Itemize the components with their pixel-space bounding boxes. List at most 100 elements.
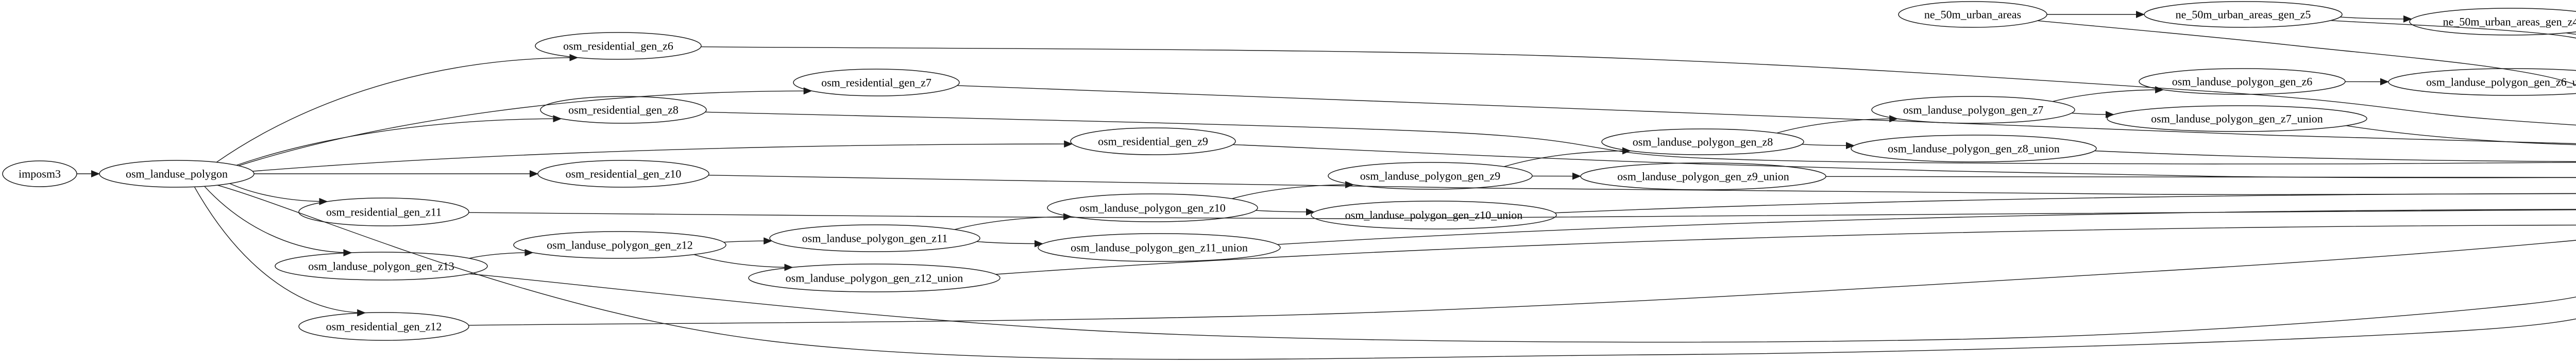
node-label: osm_residential_gen_z9 <box>1098 135 1208 148</box>
edge-osm_landuse_polygon_gen_z9-to-osm_landuse_polygon_gen_z8 <box>1504 147 1631 167</box>
edge-osm_landuse_polygon_gen_z7_union-to-layer_landuse-z7 <box>2345 125 2576 145</box>
edge-osm_landuse_polygon_gen_z10-to-osm_landuse_polygon_gen_z10_union <box>1256 208 1315 216</box>
edge-osm_landuse_polygon_gen_z12-to-osm_landuse_polygon_gen_z11 <box>723 237 773 245</box>
edge-ne_50m_urban_areas_gen_z5-to-ne_50m_urban_areas_gen_z4 <box>2340 15 2412 23</box>
node-ellipse <box>540 96 707 124</box>
node-osm_landuse_polygon_gen_z10_union: osm_landuse_polygon_gen_z10_union <box>1311 201 1557 229</box>
node-osm_landuse_polygon_gen_z7: osm_landuse_polygon_gen_z7 <box>1871 96 2075 124</box>
edge-osm_landuse_polygon_gen_z8-to-osm_landuse_polygon_gen_z7 <box>1776 115 1899 134</box>
node-label: osm_landuse_polygon_gen_z11 <box>802 232 948 245</box>
node-ellipse <box>2139 68 2346 95</box>
node-label: ne_50m_urban_areas_gen_z4 <box>2443 15 2576 28</box>
node-osm_landuse_polygon_gen_z11_union: osm_landuse_polygon_gen_z11_union <box>1038 233 1281 262</box>
node-osm_landuse_polygon_gen_z12_union: osm_landuse_polygon_gen_z12_union <box>748 264 1001 292</box>
node-ne_50m_urban_areas: ne_50m_urban_areas <box>1898 1 2047 28</box>
node-ellipse <box>1328 162 1533 190</box>
node-label: osm_residential_gen_z11 <box>326 206 442 219</box>
node-osm_landuse_polygon_gen_z10: osm_landuse_polygon_gen_z10 <box>1047 193 1258 222</box>
node-ellipse <box>2107 105 2367 132</box>
node-osm_landuse_polygon_gen_z13: osm_landuse_polygon_gen_z13 <box>275 252 488 281</box>
edge-osm_residential_gen_z12-to-layer_landuse-z12 <box>468 240 2576 326</box>
graph-nodes: imposm3 osm_landuse_polygon osm_residentia… <box>2 1 2576 341</box>
node-ellipse <box>535 32 702 60</box>
edge-osm_residential_gen_z8-to-layer_landuse-z8 <box>705 111 2576 164</box>
graph-edges <box>76 11 2576 360</box>
node-label: osm_residential_gen_z7 <box>821 76 931 89</box>
node-osm_residential_gen_z11: osm_residential_gen_z11 <box>298 198 469 226</box>
node-osm_landuse_polygon_gen_z11: osm_landuse_polygon_gen_z11 <box>769 224 980 252</box>
node-ellipse <box>298 312 469 341</box>
node-osm_residential_gen_z8: osm_residential_gen_z8 <box>540 96 707 124</box>
edge-osm_landuse_polygon_gen_z11-to-osm_landuse_polygon_gen_z10 <box>954 213 1072 230</box>
node-imposm3: imposm3 <box>2 160 77 187</box>
node-label: osm_landuse_polygon_gen_z6_union <box>2426 76 2576 89</box>
edge-osm_landuse_polygon-to-osm_residential_gen_z7 <box>238 87 812 167</box>
edge-osm_landuse_polygon-to-osm_residential_gen_z9 <box>252 140 1073 172</box>
node-label: osm_landuse_polygon_gen_z10_union <box>1345 209 1523 222</box>
node-osm_landuse_polygon: osm_landuse_polygon <box>99 160 255 188</box>
node-label: osm_landuse_polygon_gen_z9 <box>1360 170 1501 183</box>
node-label: ne_50m_urban_areas_gen_z5 <box>2176 8 2311 21</box>
edge-osm_landuse_polygon_gen_z8-to-osm_landuse_polygon_gen_z8_union <box>1802 142 1855 150</box>
node-ellipse <box>513 231 726 259</box>
edge-osm_landuse_polygon_gen_z10-to-osm_landuse_polygon_gen_z9 <box>1231 181 1354 199</box>
node-ellipse <box>298 198 469 226</box>
node-ellipse <box>748 264 1001 292</box>
node-ellipse <box>1871 96 2075 124</box>
node-label: osm_landuse_polygon_gen_z13 <box>308 260 454 273</box>
node-ellipse <box>1601 128 1804 155</box>
edge-osm_landuse_polygon_gen_z12_union-to-layer_landuse-z12 <box>995 224 2576 275</box>
edge-osm_landuse_polygon_gen_z11_union-to-layer_landuse-z11 <box>1277 209 2576 245</box>
node-osm_landuse_polygon_gen_z12: osm_landuse_polygon_gen_z12 <box>513 231 726 259</box>
edge-osm_landuse_polygon-to-osm_residential_gen_z12 <box>194 186 366 317</box>
node-osm_landuse_polygon_gen_z8_union: osm_landuse_polygon_gen_z8_union <box>1851 135 2097 162</box>
edge-ne_50m_urban_areas-to-layer_landuse-z6 <box>2037 20 2576 86</box>
node-ne_50m_urban_areas_gen_z5: ne_50m_urban_areas_gen_z5 <box>2144 1 2343 28</box>
edge-osm_landuse_polygon_gen_z11-to-osm_landuse_polygon_gen_z11_union <box>976 240 1043 248</box>
node-label: osm_landuse_polygon_gen_z8_union <box>1888 142 2060 155</box>
edge-osm_landuse_polygon-to-osm_residential_gen_z6 <box>216 54 579 163</box>
node-label: osm_landuse_polygon_gen_z11_union <box>1071 241 1248 254</box>
node-label: osm_residential_gen_z10 <box>566 168 682 180</box>
node-osm_landuse_polygon_gen_z9: osm_landuse_polygon_gen_z9 <box>1328 162 1533 190</box>
edge-osm_landuse_polygon_gen_z7-to-osm_landuse_polygon_gen_z7_union <box>2071 111 2114 119</box>
node-label: ne_50m_urban_areas <box>1924 8 2021 21</box>
node-label: osm_landuse_polygon_gen_z6 <box>2172 75 2313 88</box>
node-label: osm_landuse_polygon_gen_z7_union <box>2151 112 2323 125</box>
node-ne_50m_urban_areas_gen_z4: ne_50m_urban_areas_gen_z4 <box>2409 8 2576 36</box>
node-osm_residential_gen_z9: osm_residential_gen_z9 <box>1070 127 1236 155</box>
node-label: osm_residential_gen_z8 <box>568 104 679 117</box>
node-label: imposm3 <box>19 168 61 180</box>
node-osm_residential_gen_z10: osm_residential_gen_z10 <box>537 160 709 188</box>
node-ellipse <box>1047 193 1258 222</box>
node-osm_landuse_polygon_gen_z6_union: osm_landuse_polygon_gen_z6_union <box>2388 68 2576 96</box>
edge-osm_landuse_polygon_gen_z12-to-osm_landuse_polygon_gen_z12_union <box>693 254 793 271</box>
edge-ne_50m_urban_areas_gen_z5-to-layer_landuse-z5 <box>2330 20 2576 39</box>
node-label: osm_landuse_polygon <box>126 168 228 180</box>
node-label: osm_landuse_polygon_gen_z7 <box>1903 104 2044 117</box>
node-osm_landuse_polygon_gen_z7_union: osm_landuse_polygon_gen_z7_union <box>2107 105 2367 132</box>
node-osm_residential_gen_z6: osm_residential_gen_z6 <box>535 32 702 60</box>
edge-osm_residential_gen_z9-to-layer_landuse-z9 <box>1232 144 2576 178</box>
node-osm_landuse_polygon_gen_z8: osm_landuse_polygon_gen_z8 <box>1601 128 1804 155</box>
edge-osm_landuse_polygon_gen_z13-to-layer_landuse-z13 <box>469 273 2576 343</box>
node-ellipse <box>275 252 488 281</box>
node-label: osm_landuse_polygon_gen_z10 <box>1079 202 1226 215</box>
node-ellipse <box>793 69 960 96</box>
edge-osm_landuse_polygon-to-layer_landuse-z14+ <box>217 185 2576 360</box>
node-ellipse <box>1038 233 1281 262</box>
edge-osm_landuse_polygon_gen_z13-to-osm_landuse_polygon_gen_z12 <box>469 249 534 259</box>
edge-osm_landuse_polygon_gen_z8_union-to-layer_landuse-z8 <box>2094 150 2576 162</box>
node-osm_residential_gen_z12: osm_residential_gen_z12 <box>298 312 469 341</box>
node-osm_landuse_polygon_gen_z6: osm_landuse_polygon_gen_z6 <box>2139 68 2346 95</box>
edge-osm_residential_gen_z6-to-layer_landuse-z6 <box>701 46 2576 126</box>
edge-osm_landuse_polygon_gen_z7-to-osm_landuse_polygon_gen_z6 <box>2052 86 2164 102</box>
node-label: osm_landuse_polygon_gen_z12_union <box>786 272 963 285</box>
edge-osm_landuse_polygon-to-osm_residential_gen_z11 <box>229 183 328 205</box>
node-label: osm_landuse_polygon_gen_z9_union <box>1617 170 1789 183</box>
node-label: osm_residential_gen_z6 <box>563 40 673 53</box>
node-osm_residential_gen_z7: osm_residential_gen_z7 <box>793 69 960 96</box>
node-label: osm_residential_gen_z12 <box>326 320 442 333</box>
